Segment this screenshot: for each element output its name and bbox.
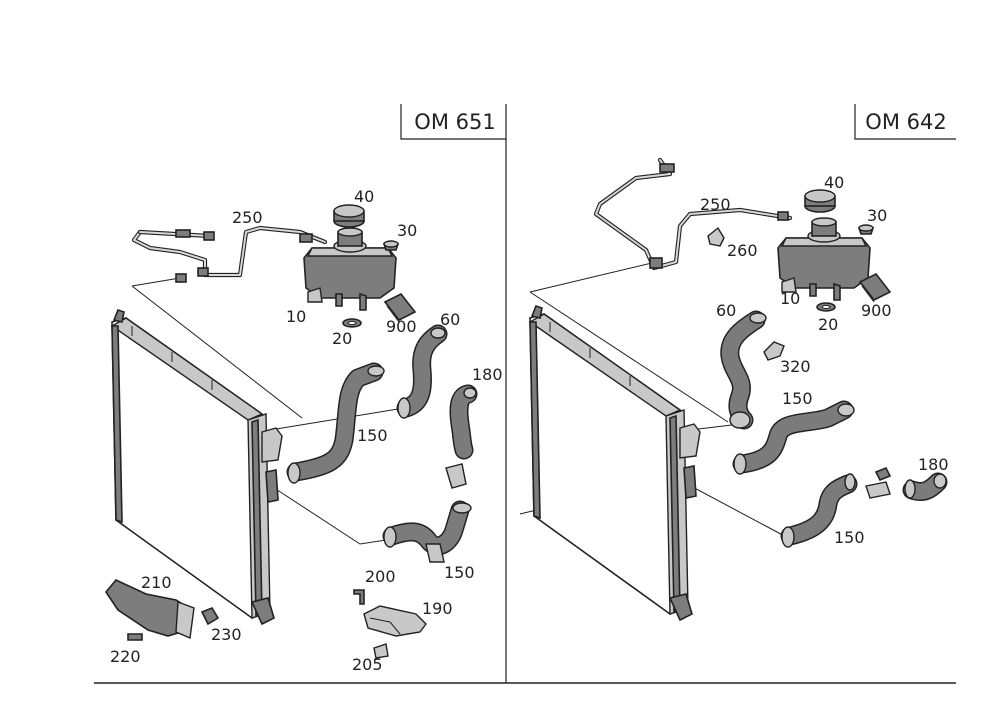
part-label: 150: [357, 426, 388, 445]
tank-cap: [333, 204, 365, 228]
part-label: 40: [354, 187, 374, 206]
part-label: 205: [352, 655, 383, 674]
part-label: 150: [834, 528, 865, 547]
hose-clamp: [763, 341, 785, 361]
om651-assembly: 250 40 30 10 900 20 60 180 150 150 210 2…: [105, 187, 503, 674]
tank-cap: [804, 189, 836, 213]
pipe-connector: [865, 481, 891, 499]
ring-washer: [816, 302, 836, 312]
hose-clip: [707, 226, 725, 247]
title-box-om651: OM 651: [400, 104, 506, 140]
part-labels: 250 260 40 30 10 20 900 60 320 150 180 1…: [700, 173, 949, 547]
part-label: 10: [780, 289, 800, 308]
part-label: 180: [918, 455, 949, 474]
part-label: 20: [332, 329, 352, 348]
part-label: 320: [780, 357, 811, 376]
part-label: 260: [727, 241, 758, 260]
mount-brackets: [105, 579, 427, 659]
part-label: 230: [211, 625, 242, 644]
part-label: 60: [440, 310, 460, 329]
part-label: 900: [386, 317, 417, 336]
sensor-line-part: [131, 225, 328, 283]
title-box-om642: OM 642: [854, 104, 956, 140]
ring-washer: [342, 318, 362, 328]
part-label: 30: [397, 221, 417, 240]
part-label: 20: [818, 315, 838, 334]
part-label: 150: [782, 389, 813, 408]
part-label: 210: [141, 573, 172, 592]
part-label: 190: [422, 599, 453, 618]
radiator: [529, 305, 701, 621]
section-title: OM 651: [414, 110, 495, 134]
part-label: 60: [716, 301, 736, 320]
sensor-line-part: [593, 157, 793, 271]
part-label: 200: [365, 567, 396, 586]
small-cap: [858, 224, 874, 235]
part-label: 250: [232, 208, 263, 227]
part-labels: 250 40 30 10 900 20 60 180 150 150 210 2…: [110, 187, 503, 674]
small-cap: [383, 240, 399, 251]
part-label: 40: [824, 173, 844, 192]
part-label: 30: [867, 206, 887, 225]
part-label: 150: [444, 563, 475, 582]
part-label: 900: [861, 301, 892, 320]
coolant-hoses: [720, 310, 948, 548]
radiator: [111, 309, 283, 625]
coolant-hoses: [286, 324, 478, 563]
expansion-tank: [777, 217, 871, 301]
part-label: 220: [110, 647, 141, 666]
section-title: OM 642: [865, 110, 946, 134]
part-label: 250: [700, 195, 731, 214]
part-label: 10: [286, 307, 306, 326]
om642-assembly: 250 260 40 30 10 20 900 60 320 150 180 1…: [519, 157, 949, 621]
part-label: 180: [472, 365, 503, 384]
